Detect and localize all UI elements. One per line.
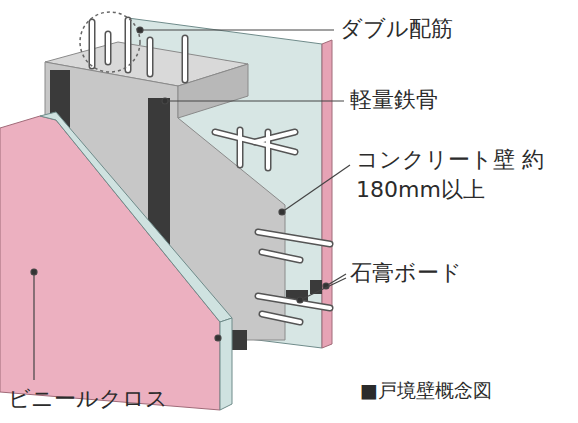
part-label: コンクリート壁 約180mm以上 — [356, 145, 546, 204]
part-label: ビニールクロス — [8, 384, 228, 414]
front-board-edge — [220, 318, 232, 410]
front-cloth — [0, 116, 220, 410]
front-board-edge — [40, 112, 232, 322]
caption: ■戸境壁概念図 — [360, 378, 570, 404]
detail-circle — [80, 12, 140, 72]
part-label: 石膏ボード — [350, 258, 550, 288]
back-cloth — [322, 40, 332, 348]
leader-line — [31, 27, 350, 380]
part-label: ダブル配筋 — [340, 14, 540, 44]
part-label: 軽量鉄骨 — [350, 85, 550, 115]
